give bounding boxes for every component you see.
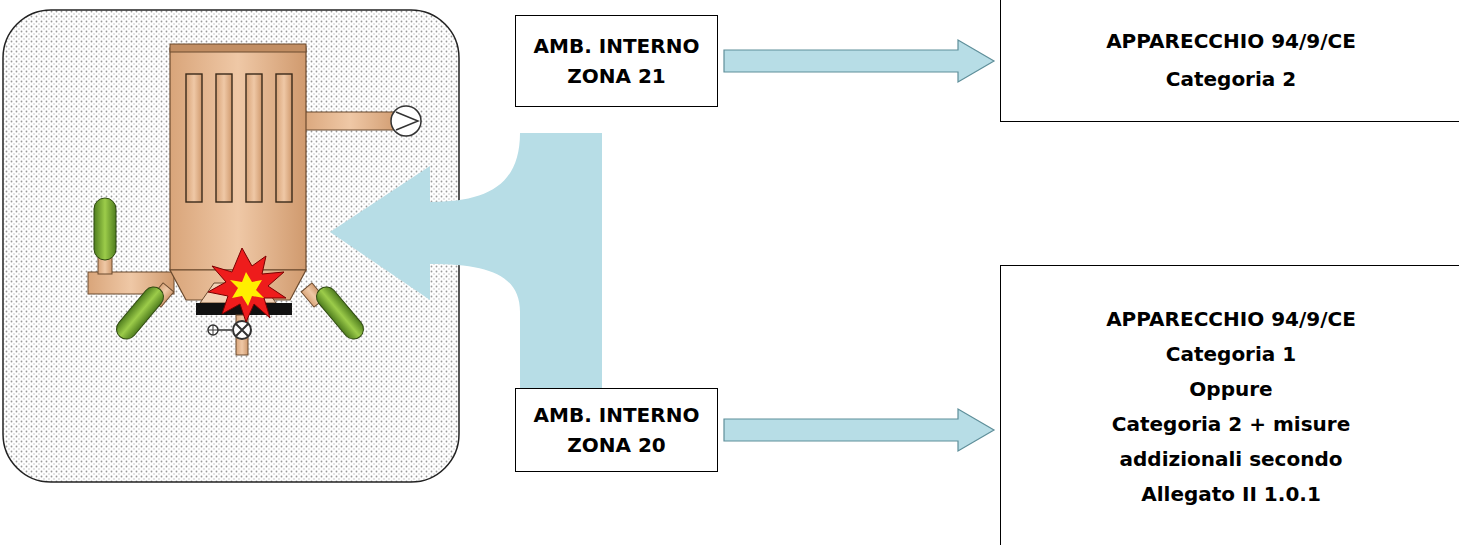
equipment-box: APPARECCHIO 94/9/CECategoria 1OppureCate… — [1000, 265, 1459, 545]
side-pipe — [88, 198, 174, 294]
explosion-symbol — [208, 248, 286, 322]
box-heading: APPARECCHIO 94/9/CE — [1106, 302, 1356, 337]
box-text: Oppure — [1189, 372, 1272, 407]
rotary-valve-part — [208, 325, 218, 335]
box-text: Categoria 1 — [1166, 337, 1296, 372]
pump-part — [391, 106, 421, 136]
filter-bags-part — [216, 74, 232, 202]
box-text: Categoria 2 + misure addizionali secondo… — [1086, 407, 1376, 512]
block-arrow — [724, 40, 994, 82]
relief-panels-part — [112, 283, 167, 343]
filter-bags-part — [246, 74, 262, 202]
box-heading: AMB. INTERNO ZONA 20 — [524, 400, 709, 460]
box-text: Categoria 2 — [1166, 60, 1296, 98]
rotary-valve — [208, 315, 251, 355]
pump — [300, 106, 421, 136]
side-pipe-part — [94, 198, 116, 260]
filter-bags — [186, 74, 292, 202]
big-curved-arrow-part — [330, 133, 602, 396]
equipment-box: APPARECCHIO 94/9/CECategoria 2 — [1000, 0, 1459, 122]
pump-part — [396, 112, 418, 130]
box-heading: APPARECCHIO 94/9/CE — [1106, 22, 1356, 60]
explosion-symbol-part — [230, 272, 264, 306]
rotary-valve-part — [236, 324, 248, 336]
block-arrow — [724, 409, 994, 451]
zone-box: AMB. INTERNO ZONA 21 — [515, 15, 718, 107]
explosion-symbol-part — [208, 248, 286, 322]
pump-part — [300, 112, 400, 130]
big-curved-arrow — [330, 133, 602, 396]
relief-panels-part — [312, 283, 367, 343]
filter-bags-part — [186, 74, 202, 202]
rotary-valve-part — [233, 321, 251, 339]
box-heading: AMB. INTERNO ZONA 21 — [524, 31, 709, 91]
vessel-body-part — [170, 48, 306, 270]
vessel-body-part — [170, 44, 306, 52]
zone-box: AMB. INTERNO ZONA 20 — [515, 388, 718, 472]
rotary-valve-part — [213, 325, 214, 335]
filter-bags-part — [276, 74, 292, 202]
